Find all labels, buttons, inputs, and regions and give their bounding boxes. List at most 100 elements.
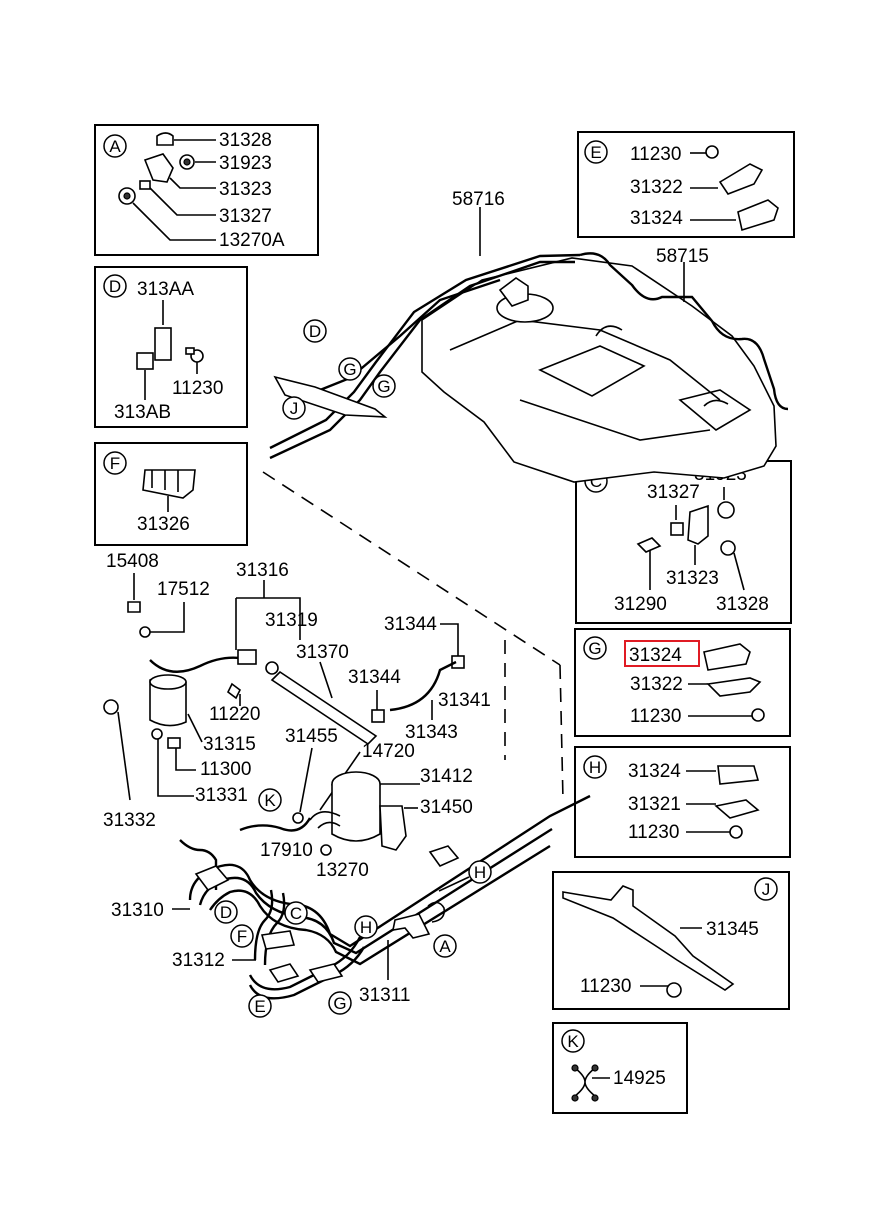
part-number: 31290 xyxy=(614,594,667,615)
part-number: 58715 xyxy=(656,246,709,267)
bracket-icon xyxy=(391,913,431,939)
part-number: 11230 xyxy=(630,144,681,165)
filter-assembly: 31316 31319 15408 17512 31370 31344 3134… xyxy=(103,551,491,881)
part-number: 31332 xyxy=(103,810,156,831)
line-clip-icon xyxy=(273,375,388,418)
part-number: 15408 xyxy=(106,551,159,572)
bolt-icon xyxy=(751,708,765,722)
part-number: 17512 xyxy=(157,579,210,600)
clip-icon xyxy=(142,469,196,499)
part-number: 31324 xyxy=(630,208,683,229)
callout-a-letter: A xyxy=(109,137,121,156)
part-number: 11220 xyxy=(209,704,260,725)
callout-box-e: E 11230 31322 31324 xyxy=(577,131,795,238)
nut-icon xyxy=(720,540,736,556)
part-number-highlighted[interactable]: 31324 xyxy=(629,645,682,666)
part-number: 11230 xyxy=(580,976,631,997)
callout-box-j: J 31345 11230 xyxy=(552,871,790,1010)
part-number: 31311 xyxy=(359,985,410,1006)
callout-box-c: C 31923 31327 31323 31290 31328 xyxy=(575,460,792,624)
bracket-icon xyxy=(714,799,760,819)
part-number: 13270A xyxy=(219,230,285,251)
part-number: 31319 xyxy=(265,610,318,631)
part-number: 17910 xyxy=(260,840,313,861)
part-number: 31322 xyxy=(630,674,683,695)
bracket-icon xyxy=(706,677,762,697)
highlight-box xyxy=(624,640,700,667)
callout-letter: A xyxy=(439,937,451,956)
part-number: 11230 xyxy=(628,822,679,843)
part-number: 58716 xyxy=(452,189,505,210)
part-number: 31316 xyxy=(236,560,289,581)
callout-letter: G xyxy=(343,360,356,379)
bolt-icon xyxy=(636,537,662,553)
part-number: 31327 xyxy=(647,482,700,503)
clip-rail-icon xyxy=(562,885,735,991)
bracket-icon xyxy=(718,163,764,195)
part-number: 31370 xyxy=(296,642,349,663)
part-number: 11300 xyxy=(200,759,251,780)
bolt-icon xyxy=(666,982,682,998)
part-number: 11230 xyxy=(630,706,681,727)
rail-callouts: 31310 D C F H H A 31312 E G 31311 xyxy=(111,860,492,1018)
cap-nut-icon xyxy=(156,132,174,146)
part-number: 31923 xyxy=(219,153,272,174)
tank-callout-letters: D G G J xyxy=(282,319,396,420)
filter-bracket-icon xyxy=(379,805,407,851)
callout-f-letter: F xyxy=(110,454,120,473)
part-number: 31455 xyxy=(285,726,338,747)
bushing-icon xyxy=(139,180,151,190)
callout-letter: H xyxy=(360,918,372,937)
bolt-icon xyxy=(127,601,141,613)
part-number: 31323 xyxy=(666,568,719,589)
callout-e-letter: E xyxy=(590,143,601,162)
part-number: 14720 xyxy=(362,741,415,762)
part-number: 31341 xyxy=(438,690,491,711)
part-number: 31321 xyxy=(628,794,681,815)
fuel-tank xyxy=(421,257,777,483)
callout-letter: J xyxy=(290,399,299,418)
part-number: 14925 xyxy=(613,1068,666,1089)
part-number: 31345 xyxy=(706,919,759,940)
part-number: 31327 xyxy=(219,206,272,227)
part-number: 31310 xyxy=(111,900,164,921)
callout-box-h: H 31324 31321 11230 xyxy=(574,746,791,858)
grommet-icon xyxy=(103,699,119,715)
part-number: 31324 xyxy=(628,761,681,782)
callout-letter: D xyxy=(309,322,321,341)
callout-d-letter: D xyxy=(109,277,121,296)
part-number: 313AA xyxy=(137,279,194,300)
part-number: 11230 xyxy=(172,378,223,399)
callout-k-letter: K xyxy=(567,1032,579,1051)
part-number: 31328 xyxy=(219,130,272,151)
callout-box-k: K 14925 xyxy=(552,1022,688,1114)
pipe-icon xyxy=(270,670,378,746)
clip-upper-icon xyxy=(154,327,172,361)
bolt-icon xyxy=(729,825,743,839)
part-number: 13270 xyxy=(316,860,369,881)
bushing-icon xyxy=(670,522,684,536)
hose-clip-icon xyxy=(574,1067,596,1097)
part-number: 313AB xyxy=(114,402,171,423)
callout-box-a: A 31328 31923 31323 31327 13270A xyxy=(94,124,319,256)
part-number: 31315 xyxy=(203,734,256,755)
clip-lower-icon xyxy=(136,352,154,370)
nut-icon xyxy=(717,501,735,519)
callout-letter: K xyxy=(264,791,276,810)
clip-icon xyxy=(717,765,760,785)
callout-box-g: G 31324 31322 11230 xyxy=(574,628,791,737)
callout-letter: F xyxy=(237,927,247,946)
part-number: 31328 xyxy=(716,594,769,615)
part-number: 31326 xyxy=(137,514,190,535)
callout-letter: H xyxy=(474,863,486,882)
callout-h-letter: H xyxy=(589,758,601,777)
callout-box-d: D 313AA 11230 313AB xyxy=(94,266,248,428)
callout-letter: G xyxy=(377,377,390,396)
part-number: 31312 xyxy=(172,950,225,971)
callout-j-letter: J xyxy=(762,880,771,899)
clip-icon xyxy=(737,199,779,232)
callout-box-f: F 31326 xyxy=(94,442,248,546)
part-number: 31412 xyxy=(420,766,473,787)
